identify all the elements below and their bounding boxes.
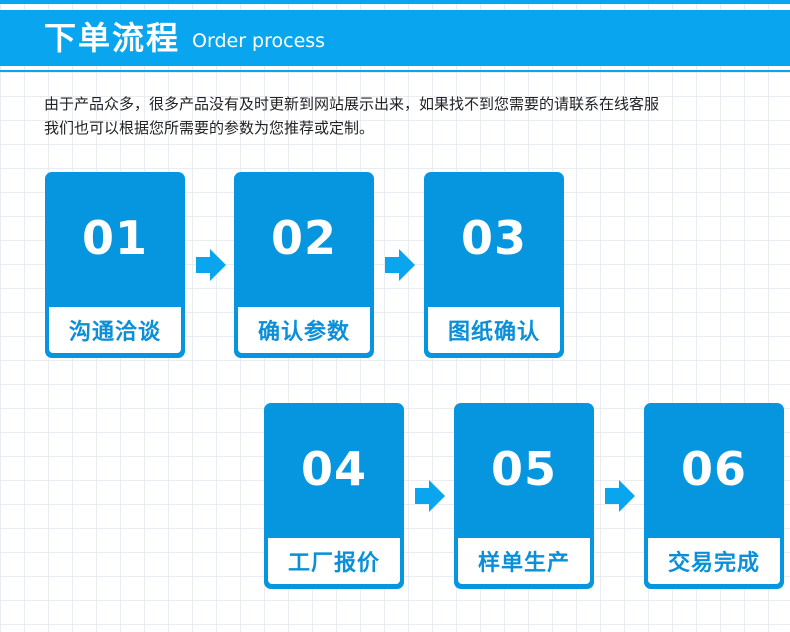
step-card-01: 01 沟通洽谈: [46, 173, 184, 357]
step-label-box: 工厂报价: [268, 538, 400, 584]
step-number: 01: [81, 211, 148, 265]
arrow-right-icon: [196, 249, 226, 281]
intro-text: 由于产品众多，很多产品没有及时更新到网站展示出来，如果找不到您需要的请联系在线客…: [44, 92, 790, 140]
step-label-box: 确认参数: [238, 307, 370, 353]
step-label: 沟通洽谈: [68, 320, 161, 345]
arrow-right-icon: [385, 249, 415, 281]
step-number: 04: [300, 442, 367, 496]
step-number: 05: [490, 442, 557, 496]
step-label-box: 沟通洽谈: [49, 307, 181, 353]
step-label: 图纸确认: [447, 320, 540, 345]
step-label-box: 交易完成: [648, 538, 780, 584]
step-card-04: 04 工厂报价: [265, 404, 403, 588]
step-label-box: 图纸确认: [428, 307, 560, 353]
top-accent-line: [0, 0, 790, 4]
arrow-right-icon: [605, 480, 635, 512]
step-label: 交易完成: [667, 551, 760, 576]
step-card-05: 05 样单生产: [455, 404, 593, 588]
section-subtitle: Order process: [192, 29, 326, 52]
step-label-box: 样单生产: [458, 538, 590, 584]
intro-line-2: 我们也可以根据您所需要的参数为您推荐或定制。: [44, 119, 375, 137]
step-number: 03: [460, 211, 527, 265]
step-label: 确认参数: [257, 320, 350, 345]
section-header: 下单流程 Order process: [0, 10, 790, 66]
step-card-03: 03 图纸确认: [425, 173, 563, 357]
step-label: 工厂报价: [287, 551, 380, 576]
header-divider: [0, 70, 790, 72]
intro-line-1: 由于产品众多，很多产品没有及时更新到网站展示出来，如果找不到您需要的请联系在线客…: [44, 95, 660, 113]
step-number: 06: [680, 442, 747, 496]
step-card-02: 02 确认参数: [235, 173, 373, 357]
arrow-right-icon: [415, 480, 445, 512]
step-card-06: 06 交易完成: [645, 404, 783, 588]
step-label: 样单生产: [477, 551, 570, 576]
section-title: 下单流程: [44, 19, 181, 57]
step-number: 02: [270, 211, 337, 265]
